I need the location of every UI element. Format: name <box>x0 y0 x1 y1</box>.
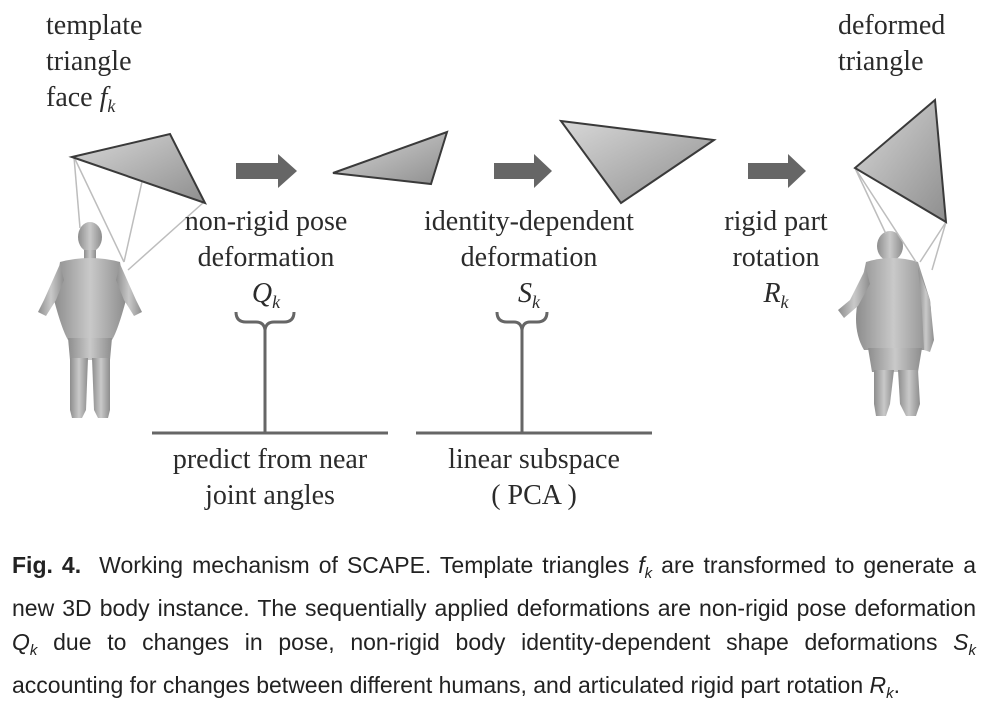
predict-label-line2: joint angles <box>205 480 335 511</box>
pose-deformed-triangle <box>332 130 449 186</box>
template-label-line1: template <box>46 10 143 41</box>
predict-label: predict from near joint angles <box>150 442 390 514</box>
deformed-connector-lines <box>854 167 947 271</box>
template-face-var: f <box>99 82 108 113</box>
identity-deformation-label: identity-dependent deformation Sk <box>404 204 654 320</box>
pose-symbol: Qk <box>160 276 372 320</box>
identity-label-line1: identity-dependent <box>424 206 634 237</box>
caption-sub-1: k <box>644 565 653 582</box>
deformed-label-line2: triangle <box>838 46 924 77</box>
caption-text-1: Working mechanism of SCAPE. Template tri… <box>99 552 630 578</box>
caption-sub-4: k <box>886 685 894 702</box>
deformed-label-line1: deformed <box>838 10 946 41</box>
template-label: template triangle face fk <box>46 8 142 124</box>
identity-label-line2: deformation <box>460 242 598 273</box>
deformed-triangle <box>853 97 948 224</box>
linear-subspace-label: linear subspace ( PCA ) <box>414 442 654 514</box>
identity-deformed-triangle <box>558 119 717 205</box>
template-label-line2: triangle <box>46 46 132 77</box>
caption-text-2: are transformed to generate a new 3D bod… <box>12 552 977 621</box>
right-arrow-icon <box>236 154 297 188</box>
caption-sub-3: k <box>968 642 977 659</box>
caption-math-q: Q <box>12 629 30 655</box>
pose-label-line2: deformation <box>197 242 335 273</box>
pose-var: Q <box>251 278 273 309</box>
caption-text-4: accounting for changes between different… <box>12 672 864 698</box>
caption-fig-label: Fig. 4. <box>12 552 82 578</box>
caption-math-s: S <box>953 629 969 655</box>
pose-sub: k <box>272 292 281 312</box>
template-triangle <box>68 132 208 205</box>
human-body-template <box>38 222 142 418</box>
template-label-line3: face fk <box>46 80 142 124</box>
right-arrow-icon <box>748 154 806 188</box>
caption-math-r: R <box>869 672 887 698</box>
caption-math-f: f <box>638 552 645 578</box>
deformed-label: deformed triangle <box>838 8 945 80</box>
pose-label-line1: non-rigid pose <box>184 206 348 237</box>
identity-symbol: Sk <box>404 276 654 320</box>
rigid-sub: k <box>780 292 789 312</box>
rigid-label-line1: rigid part <box>724 206 828 237</box>
diagram-graphics <box>38 97 948 435</box>
identity-sub: k <box>532 292 540 312</box>
rigid-var: R <box>763 278 781 309</box>
identity-var: S <box>518 278 532 309</box>
template-face-text: face <box>46 82 93 113</box>
template-face-sub: k <box>107 96 116 116</box>
predict-label-line1: predict from near <box>172 444 368 475</box>
caption-sub-2: k <box>29 642 38 659</box>
caption-text-3: due to changes in pose, non-rigid body i… <box>53 629 938 655</box>
rigid-symbol: Rk <box>706 276 846 320</box>
human-body-deformed <box>838 231 934 416</box>
caption-text-5: . <box>893 672 901 698</box>
figure-caption: Fig. 4. Working mechanism of SCAPE. Temp… <box>12 548 976 711</box>
rigid-label-line2: rotation <box>732 242 820 273</box>
pose-deformation-label: non-rigid pose deformation Qk <box>160 204 372 320</box>
linear-label-line1: linear subspace <box>448 444 620 475</box>
rigid-rotation-label: rigid part rotation Rk <box>706 204 846 320</box>
linear-label-line2: ( PCA ) <box>491 480 577 511</box>
right-arrow-icon <box>494 154 552 188</box>
